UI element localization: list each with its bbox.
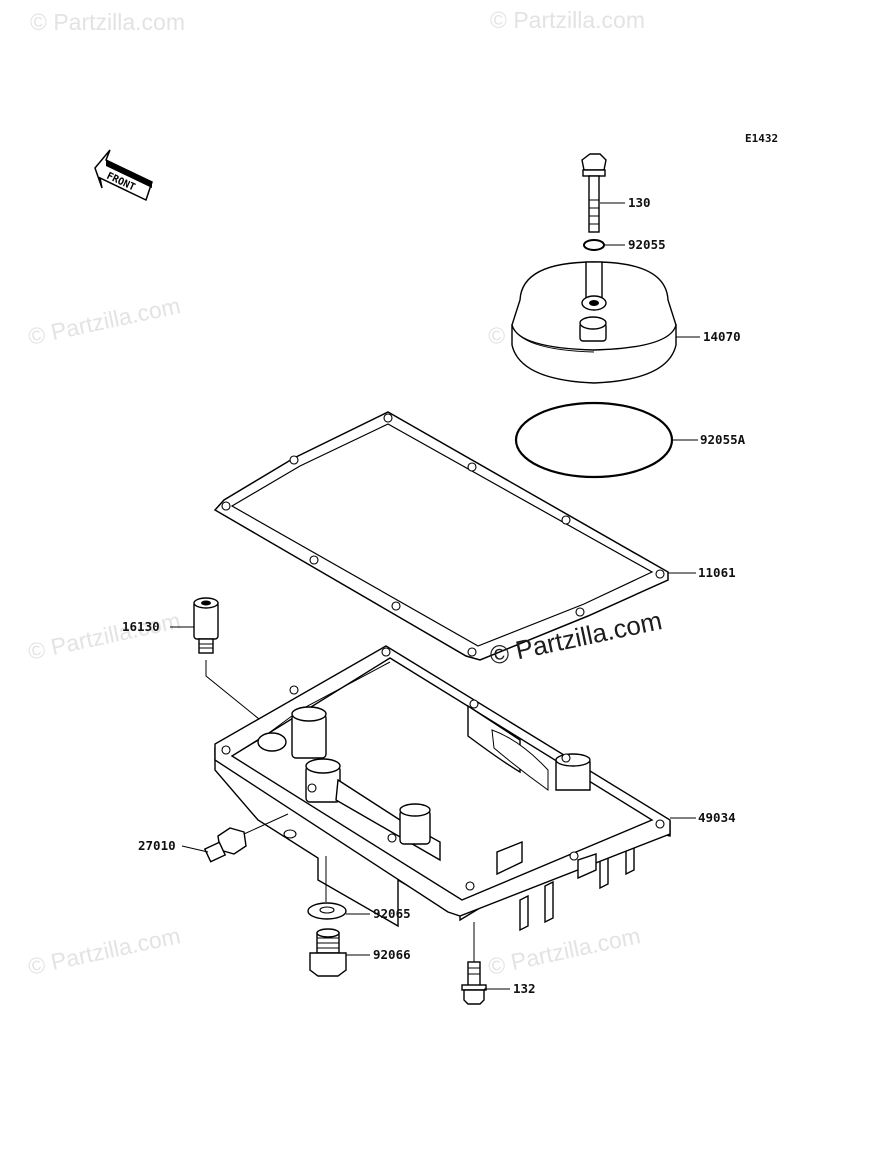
watermark-text: © Partzilla.com	[26, 607, 183, 665]
bolt-132	[461, 922, 510, 1005]
o-ring-92055	[583, 239, 625, 251]
gasket-11061	[213, 411, 696, 661]
callout-92066: 92066	[373, 947, 411, 962]
callout-49034: 49034	[698, 810, 736, 825]
callout-92055a: 92055A	[700, 432, 746, 447]
o-ring-92055a	[514, 401, 698, 479]
drain-plug-92066	[309, 928, 370, 977]
front-arrow-icon: FRONT	[94, 149, 153, 202]
diagram-code: E1432	[745, 132, 778, 145]
watermark-text: © Partzilla.com	[490, 7, 645, 33]
oil-pan-49034	[214, 645, 696, 932]
callout-14070: 14070	[703, 329, 741, 344]
callout-16130: 16130	[122, 619, 160, 634]
callout-11061: 11061	[698, 565, 736, 580]
callout-130: 130	[628, 195, 651, 210]
callout-92055: 92055	[628, 237, 666, 252]
watermark-text: © Partzilla.com	[30, 9, 185, 35]
cover-14070	[511, 261, 700, 384]
washer-92065	[307, 856, 370, 920]
switch-27010	[181, 813, 289, 863]
bolt-130	[581, 153, 625, 233]
watermark-text: © Partzilla.com	[26, 292, 183, 350]
fitting-16130	[170, 597, 281, 737]
callout-92065: 92065	[373, 906, 411, 921]
watermark-text: © Partzilla.com	[26, 922, 183, 980]
callout-132: 132	[513, 981, 536, 996]
watermark-text: © Partzilla.com	[486, 922, 643, 980]
callout-27010: 27010	[138, 838, 176, 853]
